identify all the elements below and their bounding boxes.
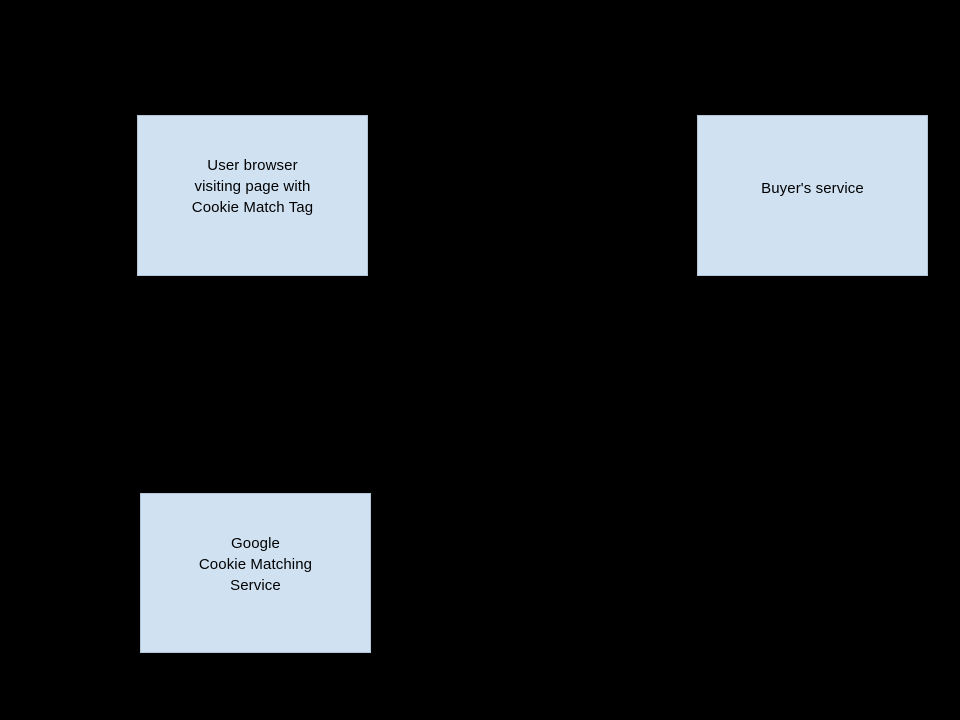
node-buyers-service[interactable]: Buyer's service (697, 115, 928, 276)
node-buyers-service-label: Buyer's service (761, 180, 864, 197)
node-google-cookie-matching-service-label: Google Cookie Matching Service (198, 534, 313, 594)
node-user-browser-label: User browser visiting page with Cookie M… (191, 157, 314, 216)
node-google-cookie-matching-service[interactable]: Google Cookie Matching Service (140, 493, 371, 653)
node-user-browser[interactable]: User browser visiting page with Cookie M… (137, 115, 368, 276)
